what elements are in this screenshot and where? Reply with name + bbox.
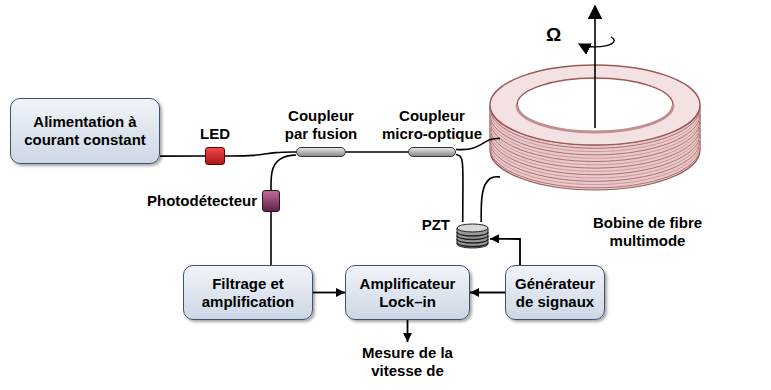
coil-winding xyxy=(490,141,700,181)
component-label: Coupleur micro-optique xyxy=(376,107,488,143)
coil-winding xyxy=(490,145,700,185)
optical-fiber xyxy=(346,151,408,153)
component-label: LED xyxy=(185,125,245,143)
signal-arrow xyxy=(313,292,345,294)
fiber-turn xyxy=(457,239,488,243)
signal-arrow xyxy=(470,292,505,294)
lockin-box: Amplificateur Lock–in xyxy=(345,265,470,320)
component-label: Photodétecteur xyxy=(147,192,257,210)
box-text: Alimentation à courant constant xyxy=(19,113,151,149)
fiber-turn xyxy=(457,243,488,247)
micro-optic-coupler: Coupleur micro-optique xyxy=(408,147,456,157)
signal-generator-box: Générateur de signaux xyxy=(505,265,605,320)
signal-arrow xyxy=(490,239,520,265)
optical-fiber xyxy=(160,155,205,157)
led-source: LED xyxy=(205,147,225,165)
optical-fiber xyxy=(225,152,296,156)
fiber-turn xyxy=(457,236,488,240)
rotation-symbol: Ω xyxy=(546,24,561,47)
component-label: Coupleur par fusion xyxy=(276,107,366,143)
photodetector: Photodétecteur xyxy=(262,190,280,212)
output-label: Mesure de la vitesse de xyxy=(343,344,473,380)
optical-fiber xyxy=(481,177,500,222)
rotation-axis xyxy=(594,6,596,128)
coil-winding xyxy=(490,148,700,188)
box-text: Amplificateur Lock–in xyxy=(354,275,461,311)
output-arrow xyxy=(407,320,409,342)
optical-fiber xyxy=(271,155,296,190)
box-text: Générateur de signaux xyxy=(514,275,596,311)
fused-coupler: Coupleur par fusion xyxy=(296,147,346,157)
box-text: Filtrage et amplification xyxy=(192,275,304,311)
optical-fiber xyxy=(456,155,463,223)
component-label: PZT xyxy=(422,216,450,234)
pzt-cylinder xyxy=(455,222,490,250)
filter-amp-box: Filtrage et amplification xyxy=(183,265,313,320)
pzt-modulator: PZT xyxy=(455,222,490,250)
fiber-coil: Bobine de fibre multimode xyxy=(500,58,715,250)
box-text: Bobine de fibre multimode xyxy=(580,214,715,250)
optical-fiber xyxy=(270,212,272,265)
fiber-turn xyxy=(457,232,488,236)
power-supply-box: Alimentation à courant constant xyxy=(10,98,160,164)
pzt-top xyxy=(457,224,488,232)
rotation-arrow xyxy=(579,37,614,47)
